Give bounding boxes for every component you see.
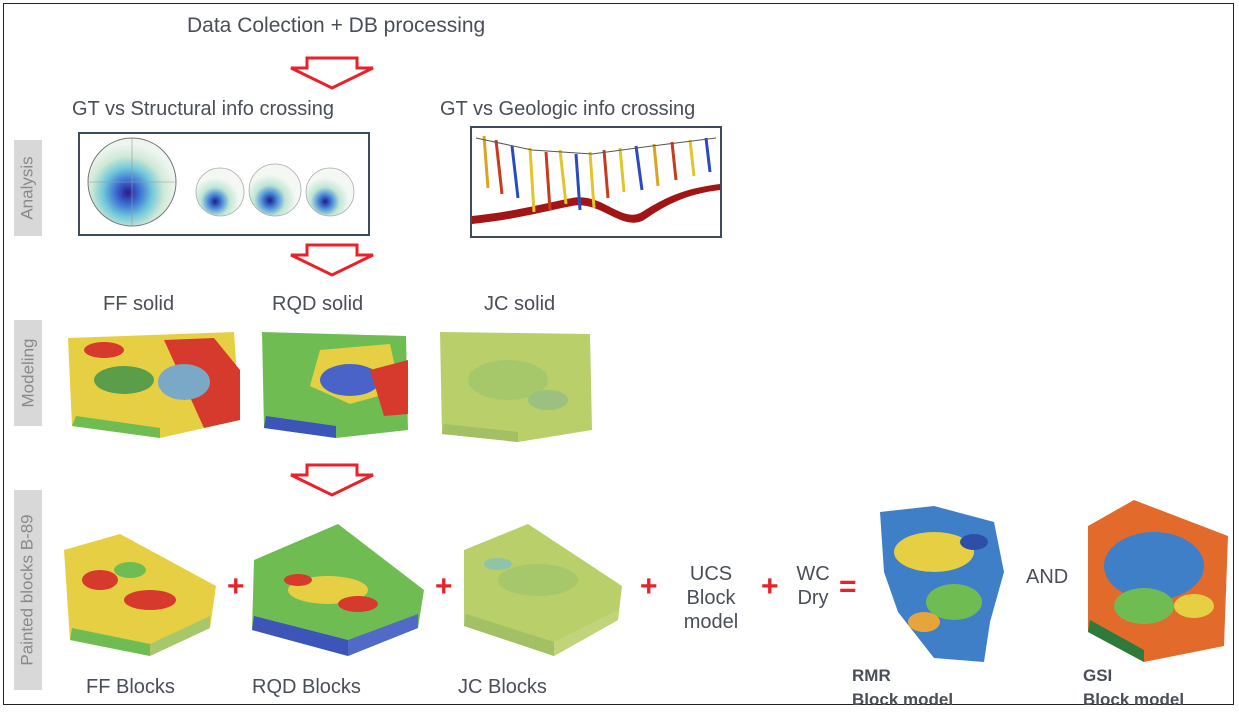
ff-blocks-label: FF Blocks xyxy=(86,676,175,698)
rqd-solid-label: RQD solid xyxy=(272,293,364,315)
equals-sign: = xyxy=(839,570,857,603)
rqd-solid-model xyxy=(262,332,408,438)
workflow-title: Data Colection + DB processing xyxy=(187,14,486,37)
and-label: AND xyxy=(1026,566,1069,588)
side-label-modeling: Modeling xyxy=(14,320,42,426)
stereonet-panel xyxy=(78,132,370,236)
plus-sign-2: + xyxy=(435,570,453,603)
rqd-blocks-model xyxy=(252,524,424,656)
ff-solid-label: FF solid xyxy=(103,293,175,315)
rqd-blocks-label: RQD Blocks xyxy=(252,676,361,698)
ff-blocks-model xyxy=(64,534,216,656)
drillhole-section-plot xyxy=(472,135,720,224)
down-arrow-3 xyxy=(290,463,374,497)
rmr-block-model xyxy=(880,506,1004,662)
side-label-painted-blocks: Painted blocks B-89 xyxy=(14,490,42,690)
jc-blocks-model xyxy=(464,524,622,656)
diagram-frame xyxy=(3,3,1234,705)
stereonet-plots xyxy=(87,137,355,227)
side-label-analysis: Analysis xyxy=(14,140,42,236)
geologic-crossing-label: GT vs Geologic info crossing xyxy=(440,98,696,120)
jc-blocks-label: JC Blocks xyxy=(458,676,547,698)
down-arrow-2 xyxy=(290,243,374,277)
ff-solid-model xyxy=(68,332,240,438)
gsi-block-model xyxy=(1088,500,1228,662)
jc-solid-model xyxy=(440,332,592,442)
down-arrow-1 xyxy=(290,56,374,90)
structural-crossing-label: GT vs Structural info crossing xyxy=(72,98,334,120)
geologic-section-panel xyxy=(470,126,722,238)
jc-solid-label: JC solid xyxy=(484,293,556,315)
plus-sign-3: + xyxy=(640,570,658,603)
plus-sign-4: + xyxy=(761,570,779,603)
plus-sign-1: + xyxy=(227,570,245,603)
